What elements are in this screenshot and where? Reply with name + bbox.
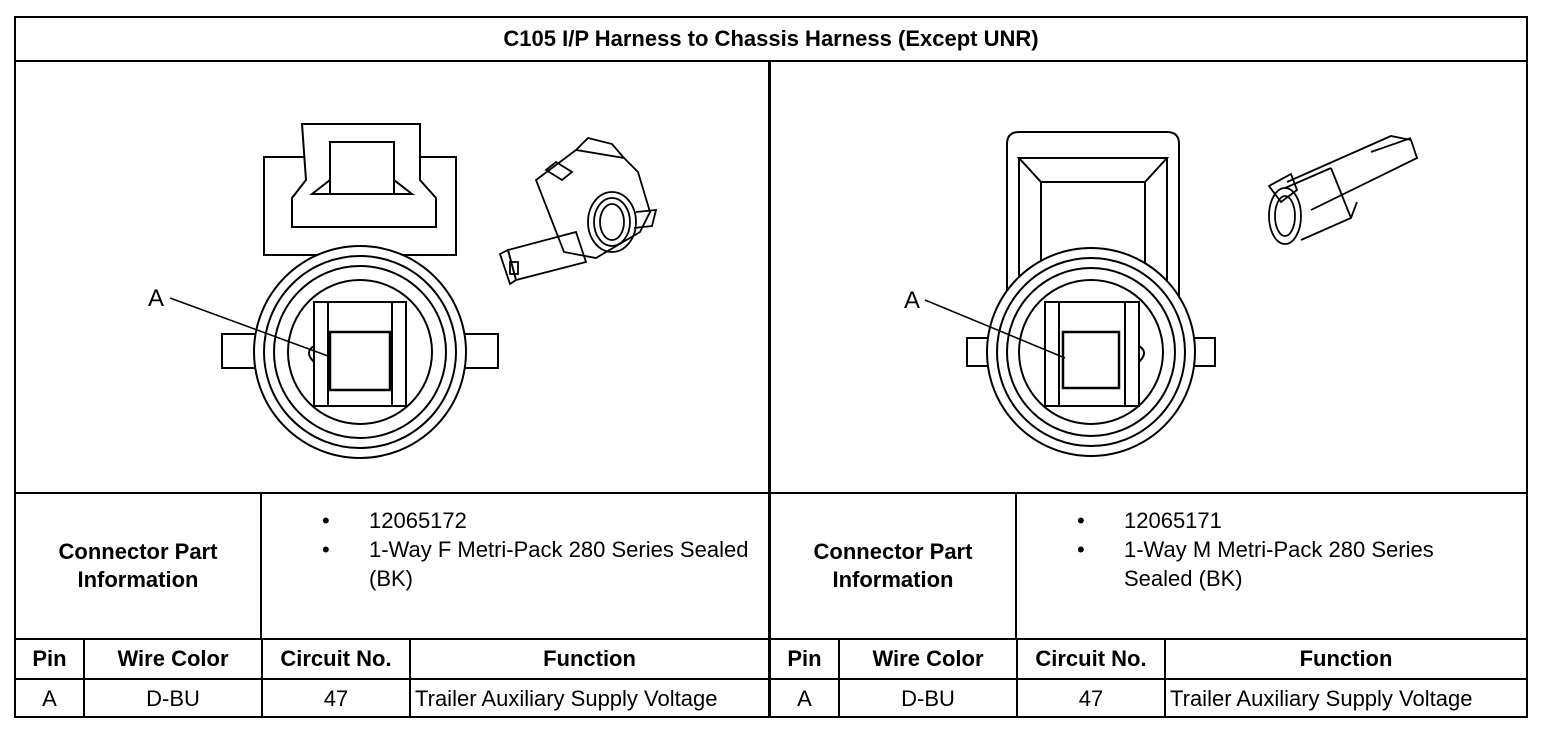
table-row: A D-BU 47 Trailer Auxiliary Supply Volta…: [771, 678, 1526, 718]
part-info-list: •12065172 •1-Way F Metri-Pack 280 Series…: [262, 494, 749, 593]
male-connector-drawing: A: [904, 131, 1419, 457]
pin-a-terminal: [1061, 330, 1121, 390]
header-pin: Pin: [771, 640, 840, 680]
part-description: •1-Way F Metri-Pack 280 Series Sealed (B…: [322, 537, 749, 591]
callout-a: A: [148, 285, 164, 312]
connector-part-info-label: Connector Part Information: [16, 494, 262, 638]
table-header-row: Pin Wire Color Circuit No. Function: [771, 640, 1526, 680]
header-wire-color: Wire Color: [838, 640, 1018, 680]
male-housing: [1006, 131, 1180, 313]
header-function: Function: [409, 640, 768, 680]
part-info-list: •12065171 •1-Way M Metri-Pack 280 Series…: [1017, 494, 1504, 593]
connector-part-info-label: Connector Part Information: [771, 494, 1017, 638]
female-connector-3d-icon: [498, 137, 658, 286]
left-pinout-table: Pin Wire Color Circuit No. Function A D-…: [16, 638, 771, 718]
callout-leader: [169, 297, 329, 357]
female-connector-drawing: A: [148, 123, 658, 459]
table-header-row: Pin Wire Color Circuit No. Function: [16, 640, 768, 680]
header-wire-color: Wire Color: [83, 640, 263, 680]
table-row: A D-BU 47 Trailer Auxiliary Supply Volta…: [16, 678, 768, 718]
cell-wire-color: D-BU: [838, 678, 1018, 718]
cell-function: Trailer Auxiliary Supply Voltage: [1164, 678, 1526, 718]
male-connector-panel: A: [771, 62, 1526, 492]
outer-ring: [986, 247, 1196, 457]
callout-a: A: [904, 287, 920, 314]
part-description: •1-Way M Metri-Pack 280 Series Sealed (B…: [1077, 537, 1434, 591]
cell-pin: A: [771, 678, 840, 718]
left-connector-info: Connector Part Information •12065172 •1-…: [16, 492, 771, 638]
part-number: •12065172: [322, 508, 467, 533]
header-function: Function: [1164, 640, 1526, 680]
male-connector-3d-icon: [1267, 135, 1419, 245]
callout-leader: [924, 299, 1066, 359]
header-circuit-no: Circuit No.: [1016, 640, 1166, 680]
outer-ring: [253, 245, 467, 459]
cell-function: Trailer Auxiliary Supply Voltage: [409, 678, 768, 718]
cell-wire-color: D-BU: [83, 678, 263, 718]
female-connector-panel: A: [16, 62, 771, 492]
inner-ring: [287, 279, 433, 425]
cell-circuit-no: 47: [1016, 678, 1166, 718]
part-number: •12065171: [1077, 508, 1222, 533]
inner-ring: [1018, 279, 1164, 425]
header-circuit-no: Circuit No.: [261, 640, 411, 680]
right-ear: [463, 333, 499, 369]
latch-tab: [291, 123, 437, 228]
page-title: C105 I/P Harness to Chassis Harness (Exc…: [16, 18, 1526, 62]
connector-sheet: C105 I/P Harness to Chassis Harness (Exc…: [14, 16, 1528, 718]
cell-pin: A: [16, 678, 85, 718]
header-pin: Pin: [16, 640, 85, 680]
right-pinout-table: Pin Wire Color Circuit No. Function A D-…: [771, 638, 1526, 718]
cell-circuit-no: 47: [261, 678, 411, 718]
right-connector-info: Connector Part Information •12065171 •1-…: [771, 492, 1526, 638]
pin-a-cavity: [328, 330, 392, 392]
left-ear: [221, 333, 257, 369]
